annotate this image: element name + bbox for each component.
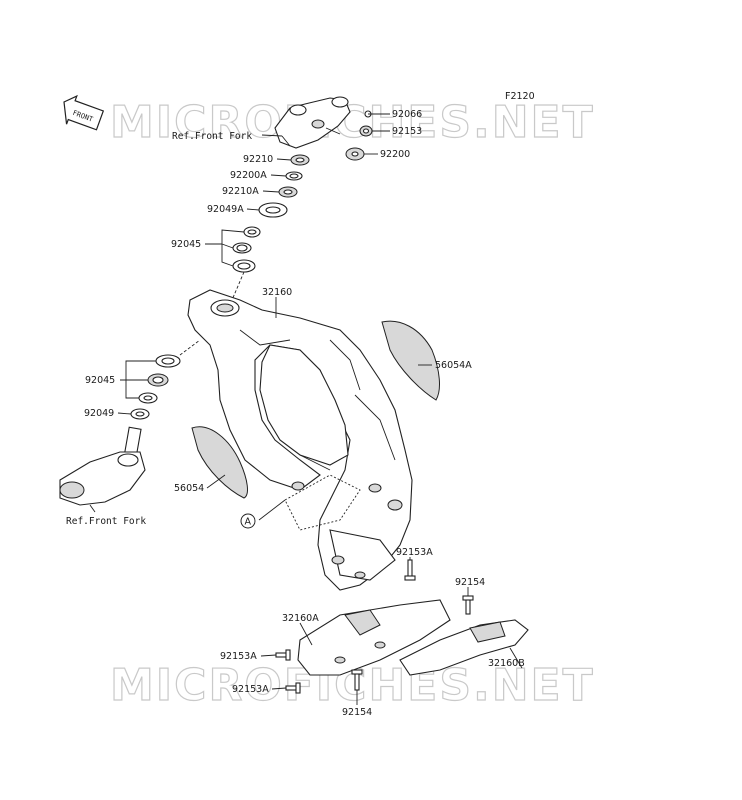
label-92045-mid: 92045	[85, 375, 115, 386]
svg-text:A: A	[245, 517, 252, 528]
label-92200A: 92200A	[230, 170, 267, 181]
label-92153A-bottom: 92153A	[232, 684, 269, 695]
bolt-92153A-left	[275, 649, 291, 661]
part-92200-washer	[345, 147, 365, 161]
label-56054: 56054	[174, 483, 204, 494]
part-92045-bearing-mid	[147, 373, 169, 387]
part-92200A-washer	[285, 171, 303, 181]
cover-56054A	[381, 320, 440, 401]
label-92154-bottom: 92154	[342, 707, 372, 718]
part-92045-bearing-top	[243, 226, 261, 238]
label-ref-front-fork-bottom: Ref.Front Fork	[66, 516, 146, 527]
label-92210A: 92210A	[222, 186, 259, 197]
part-92049A-seal	[258, 202, 288, 218]
label-92154-right: 92154	[455, 577, 485, 588]
label-92049: 92049	[84, 408, 114, 419]
leader-lines	[117, 113, 523, 705]
label-92153A-top: 92153A	[396, 547, 433, 558]
label-92066: 92066	[392, 109, 422, 120]
sub-frame-32160B	[399, 619, 529, 676]
diagram-code: F2120	[505, 91, 535, 102]
callout-a-marker: A	[240, 513, 256, 529]
label-56054A: 56054A	[435, 360, 472, 371]
part-92210A-nut	[278, 186, 298, 198]
front-arrow-icon: FRONT	[63, 94, 105, 131]
label-92045-top: 92045	[171, 239, 201, 250]
part-92049-seal	[130, 408, 150, 420]
watermark-top: MICROFICHES.NET	[110, 97, 595, 148]
sub-frame-32160A	[297, 599, 451, 676]
bolt-92154-right	[462, 595, 474, 615]
part-92153-nut	[359, 125, 373, 137]
part-92045-cup-top	[232, 259, 256, 273]
part-92045-cup-mid	[138, 392, 158, 404]
label-92200: 92200	[380, 149, 410, 160]
part-92210-nut	[290, 154, 310, 166]
label-92210: 92210	[243, 154, 273, 165]
label-32160: 32160	[262, 287, 292, 298]
cover-56054	[191, 426, 248, 499]
label-32160A: 32160A	[282, 613, 319, 624]
label-ref-front-fork-top: Ref.Front Fork	[172, 131, 252, 142]
part-92045-race-top	[232, 242, 252, 254]
part-92045-race-mid	[155, 354, 181, 368]
upper-triple-clamp	[274, 96, 351, 149]
label-32160B: 32160B	[488, 658, 525, 669]
bolt-92153A-top	[404, 559, 416, 581]
main-frame-32160	[187, 289, 413, 591]
label-92153A-left: 92153A	[220, 651, 257, 662]
label-92049A: 92049A	[207, 204, 244, 215]
lower-triple-clamp	[59, 426, 146, 513]
label-92153: 92153	[392, 126, 422, 137]
